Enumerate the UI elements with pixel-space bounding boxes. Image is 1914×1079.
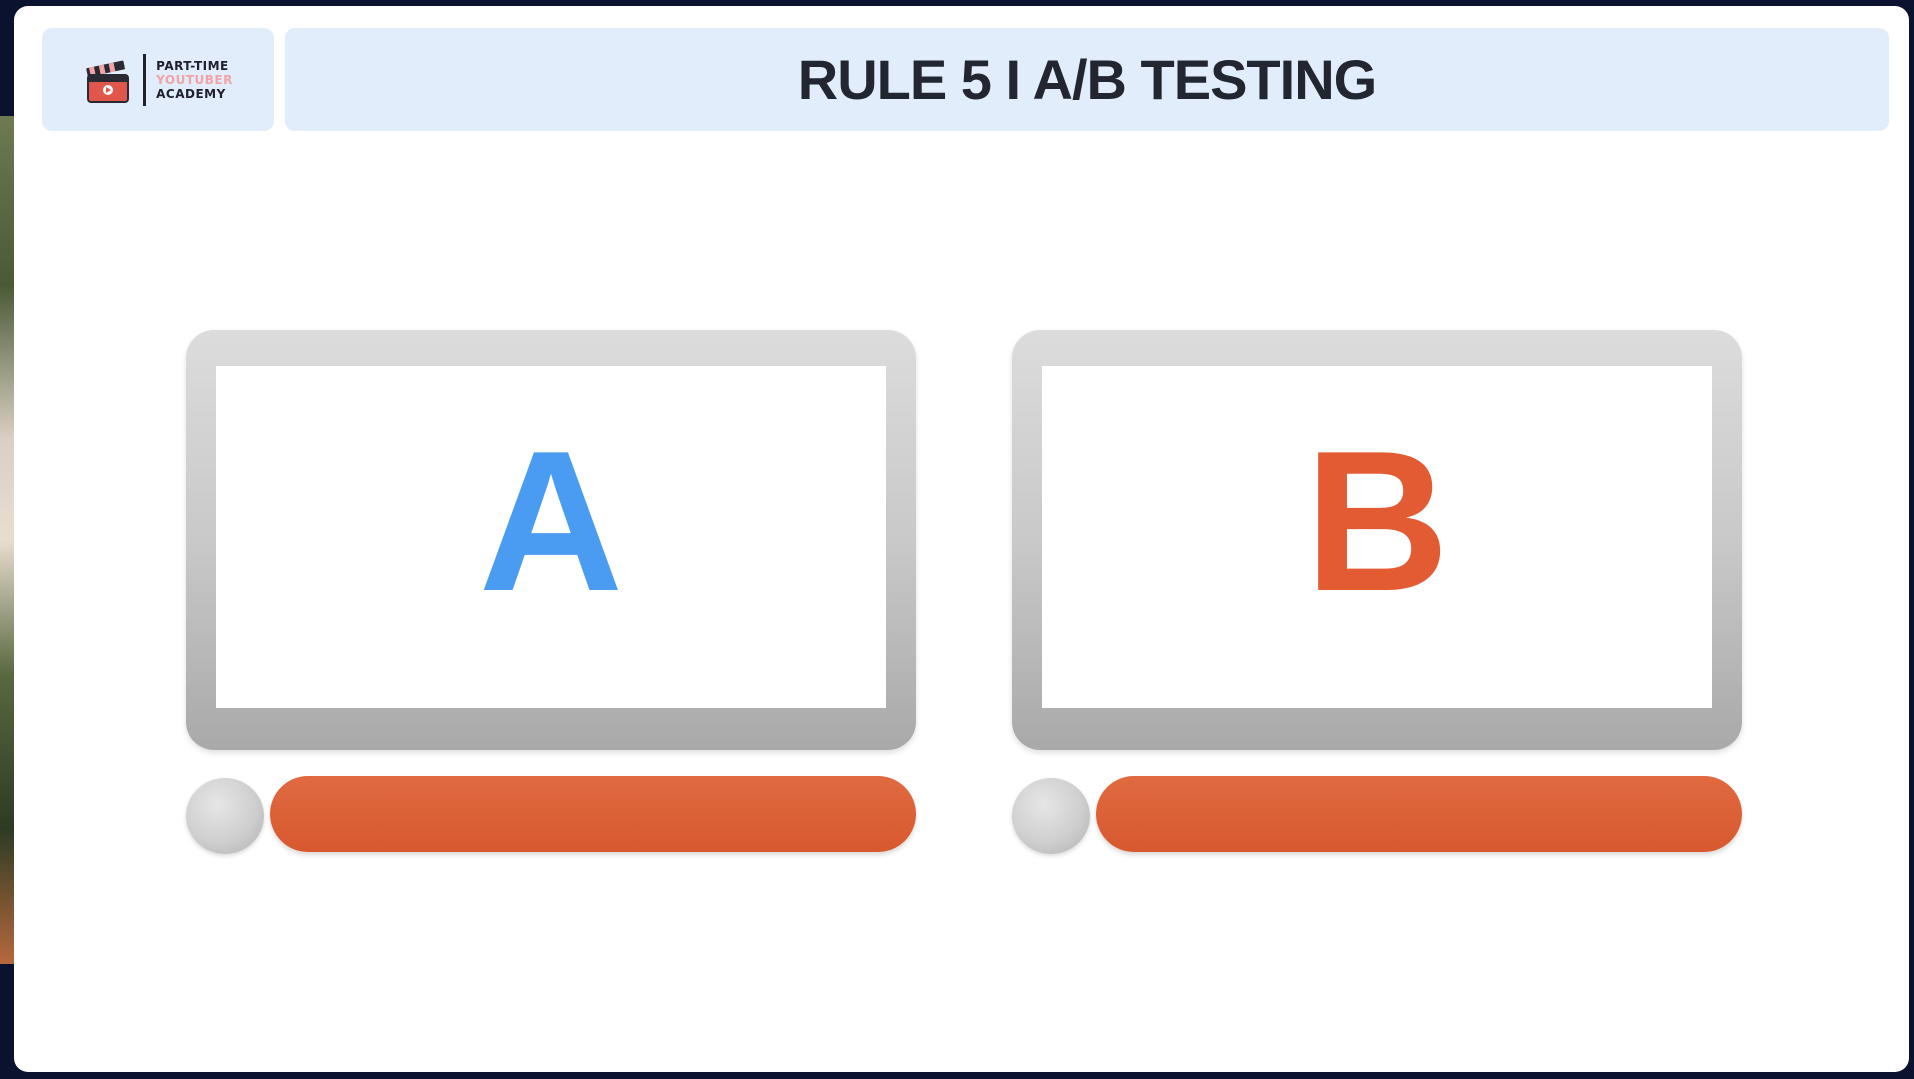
variant-b-progress-bar bbox=[1096, 776, 1742, 852]
variant-b-letter: B bbox=[1304, 410, 1450, 633]
clapperboard-icon bbox=[86, 60, 130, 103]
slide: PART-TIME YOUTUBER ACADEMY RULE 5 I A/B … bbox=[14, 6, 1909, 1072]
logo-wordmark: PART-TIME YOUTUBER ACADEMY bbox=[156, 59, 233, 101]
monitor-frame: B bbox=[1012, 330, 1742, 750]
slide-title: RULE 5 I A/B TESTING bbox=[797, 48, 1377, 111]
variant-a-panel: A bbox=[186, 330, 916, 856]
monitor-screen: A bbox=[216, 366, 886, 708]
variant-a-letter: A bbox=[478, 410, 624, 633]
variant-b-panel: B bbox=[1012, 330, 1742, 856]
variant-a-progress-bar bbox=[270, 776, 916, 852]
monitor-frame: A bbox=[186, 330, 916, 750]
circle-knob-icon bbox=[186, 778, 264, 854]
variant-a-bar-row bbox=[186, 776, 916, 854]
logo-line-youtuber: YOUTUBER bbox=[156, 72, 233, 87]
logo-line-part-time: PART-TIME bbox=[156, 58, 229, 73]
title-bar: RULE 5 I A/B TESTING bbox=[285, 28, 1889, 131]
logo-divider bbox=[143, 53, 147, 106]
monitor-screen: B bbox=[1042, 366, 1712, 708]
variant-b-bar-row bbox=[1012, 776, 1742, 854]
logo-card: PART-TIME YOUTUBER ACADEMY bbox=[42, 28, 274, 131]
circle-knob-icon bbox=[1012, 778, 1090, 854]
logo-line-academy: ACADEMY bbox=[156, 86, 226, 101]
